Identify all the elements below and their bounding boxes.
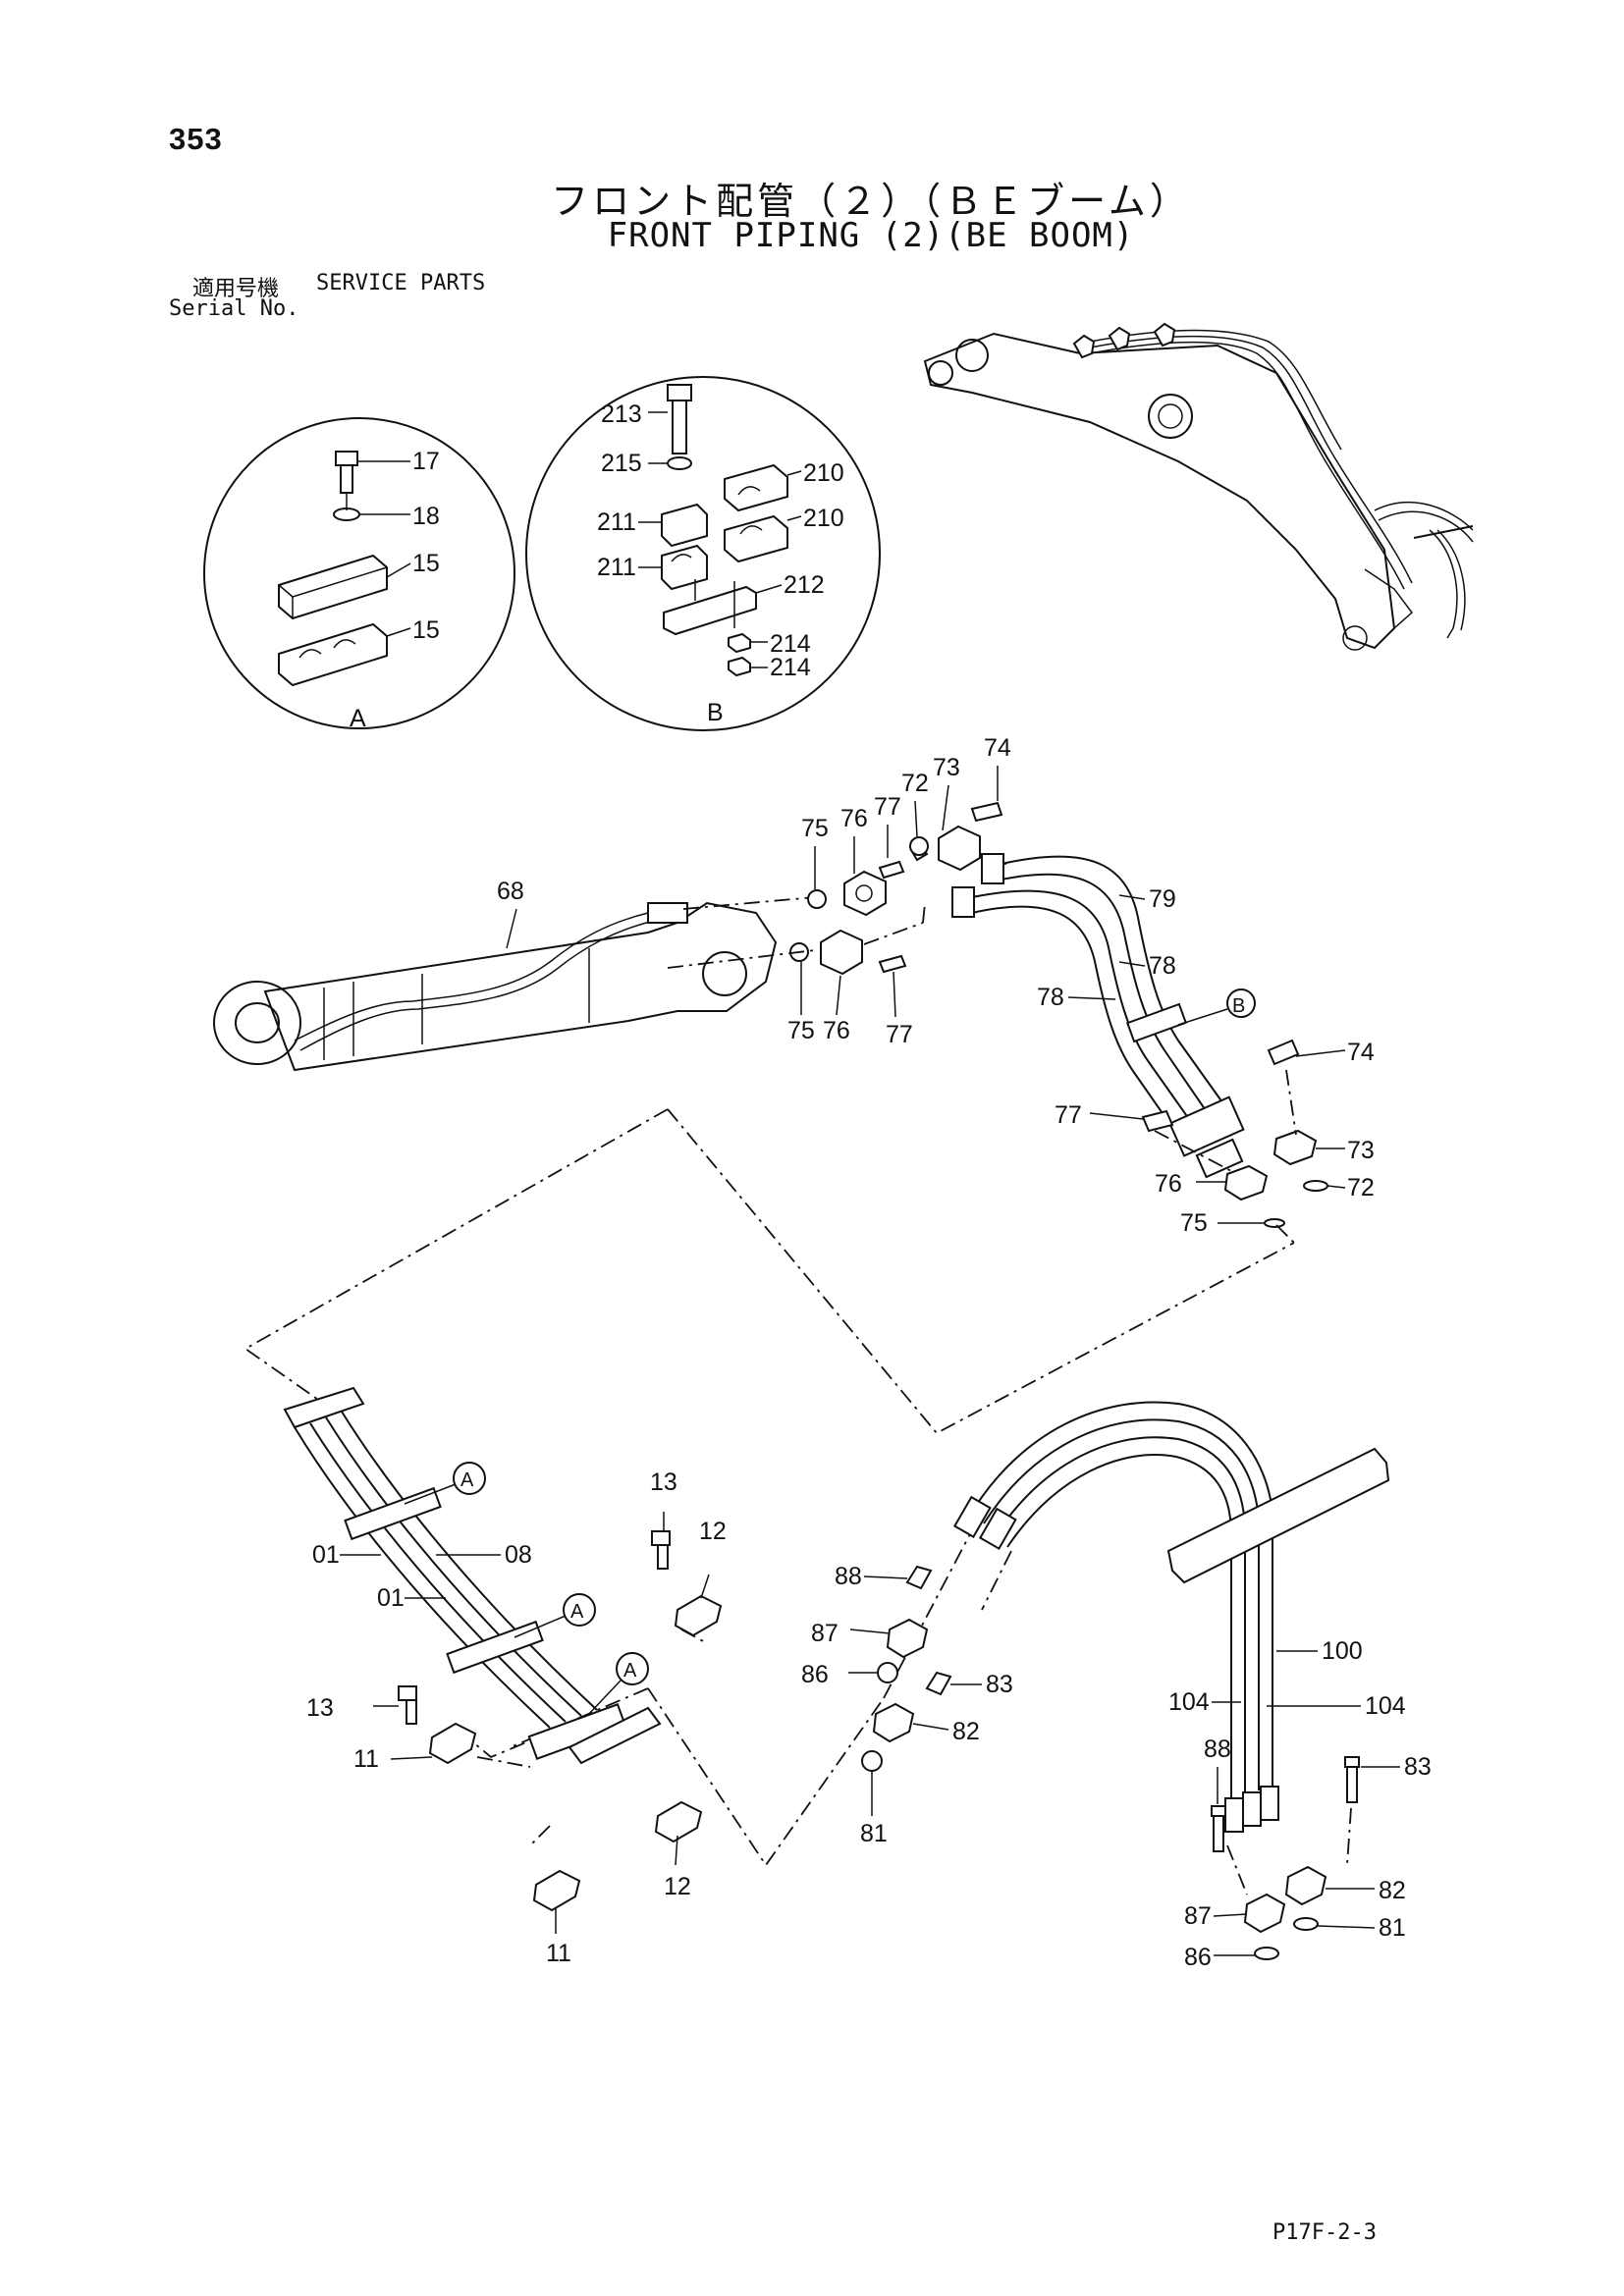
clamp-callouts: 13 12 13 11 12 11 <box>306 1468 727 1967</box>
callout-01: 01 <box>377 1584 405 1612</box>
callout-68: 68 <box>497 878 524 905</box>
callout-82: 82 <box>952 1718 980 1745</box>
callout-83: 83 <box>986 1671 1013 1698</box>
hose-end-callouts: 74 77 73 76 72 75 <box>1055 1039 1375 1237</box>
callout-13: 13 <box>650 1468 677 1496</box>
page-number: 353 <box>169 122 223 156</box>
detail-a <box>203 417 515 729</box>
callout-81: 81 <box>1379 1914 1406 1942</box>
callout-81: 81 <box>860 1820 888 1847</box>
pipe-assembly-01-08: A A A <box>283 1386 662 1765</box>
callout-12: 12 <box>664 1873 691 1900</box>
callout-78: 78 <box>1149 952 1176 980</box>
serial-label-japanese: 適用号機 <box>192 277 280 301</box>
detail-b-callouts: 213 215 210 210 211 211 212 214 214 B <box>597 400 844 726</box>
mid-fitting-callouts: 88 87 86 83 82 81 <box>801 1563 1013 1847</box>
connector-lines <box>244 1108 1295 1867</box>
hose-end-fittings <box>1089 1039 1346 1244</box>
callout-104: 104 <box>1365 1692 1406 1720</box>
callout-17: 17 <box>412 448 440 475</box>
page-title-japanese: フロント配管（２）（ＢＥブーム） <box>551 182 1191 223</box>
callout-211: 211 <box>597 508 636 536</box>
callout-79: 79 <box>1149 885 1176 913</box>
callout-214: 214 <box>770 654 811 681</box>
detail-b-label: B <box>707 699 724 726</box>
detail-a-label: A <box>350 705 366 732</box>
callout-77: 77 <box>886 1021 913 1048</box>
callout-01: 01 <box>312 1541 340 1569</box>
callout-213: 213 <box>601 400 642 428</box>
mid-fittings <box>848 1565 982 1816</box>
callout-15: 15 <box>412 616 440 644</box>
callout-18: 18 <box>412 503 440 530</box>
callout-76: 76 <box>840 805 868 832</box>
callout-74: 74 <box>984 734 1011 762</box>
callout-75: 75 <box>1180 1209 1208 1237</box>
callout-73: 73 <box>933 754 960 781</box>
ref-marker-a: A <box>623 1660 637 1682</box>
right-fitting-callouts: 88 83 87 82 81 86 <box>1184 1735 1432 1971</box>
callout-77: 77 <box>1055 1101 1082 1129</box>
ref-marker-a: A <box>570 1601 584 1623</box>
callout-13: 13 <box>306 1694 334 1722</box>
callout-11: 11 <box>353 1745 379 1773</box>
callout-72: 72 <box>1347 1174 1375 1201</box>
serial-label-english: Serial No. <box>169 296 299 321</box>
callout-104: 104 <box>1168 1688 1210 1716</box>
boom-cylinder <box>213 901 778 1072</box>
ref-marker-a: A <box>460 1469 474 1491</box>
callout-87: 87 <box>1184 1902 1212 1930</box>
cylinder-fitting-callouts: 74 73 72 77 76 75 75 76 77 <box>787 734 1011 1048</box>
ref-marker-b: B <box>1232 995 1245 1017</box>
callout-88: 88 <box>1204 1735 1231 1763</box>
right-fittings <box>1211 1756 1400 1960</box>
callout-214: 214 <box>770 630 811 658</box>
hoses-100-104 <box>952 1401 1390 1833</box>
serial-value: SERVICE PARTS <box>316 271 486 295</box>
callout-82: 82 <box>1379 1877 1406 1904</box>
callout-86: 86 <box>1184 1944 1212 1971</box>
callout-211: 211 <box>597 554 636 581</box>
callout-100: 100 <box>1322 1637 1363 1665</box>
detail-b <box>525 376 881 731</box>
callout-75: 75 <box>801 815 829 842</box>
callout-75: 75 <box>787 1017 815 1044</box>
clamp-parts <box>373 1512 723 1934</box>
callout-83: 83 <box>1404 1753 1432 1781</box>
callout-215: 215 <box>601 450 642 477</box>
page-title-english: FRONT PIPING (2)(BE BOOM) <box>607 216 1135 255</box>
callout-78: 78 <box>1037 984 1064 1011</box>
callout-74: 74 <box>1347 1039 1375 1066</box>
callout-212: 212 <box>784 571 825 599</box>
callout-77: 77 <box>874 793 901 821</box>
callout-88: 88 <box>835 1563 862 1590</box>
callout-86: 86 <box>801 1661 829 1688</box>
detail-a-callouts: 17 18 15 15 A <box>350 448 440 732</box>
callout-76: 76 <box>1155 1170 1182 1198</box>
callout-87: 87 <box>811 1620 839 1647</box>
callout-76: 76 <box>823 1017 850 1044</box>
callout-210: 210 <box>803 505 844 532</box>
callout-210: 210 <box>803 459 844 487</box>
document-code: P17F-2-3 <box>1272 2220 1377 2245</box>
callout-72: 72 <box>901 770 929 797</box>
callout-73: 73 <box>1347 1137 1375 1164</box>
callout-15: 15 <box>412 550 440 577</box>
callout-11: 11 <box>546 1940 571 1967</box>
callout-12: 12 <box>699 1518 727 1545</box>
callout-08: 08 <box>505 1541 532 1569</box>
hoses-78-79: B <box>951 853 1256 1179</box>
boom-overview <box>923 322 1474 651</box>
